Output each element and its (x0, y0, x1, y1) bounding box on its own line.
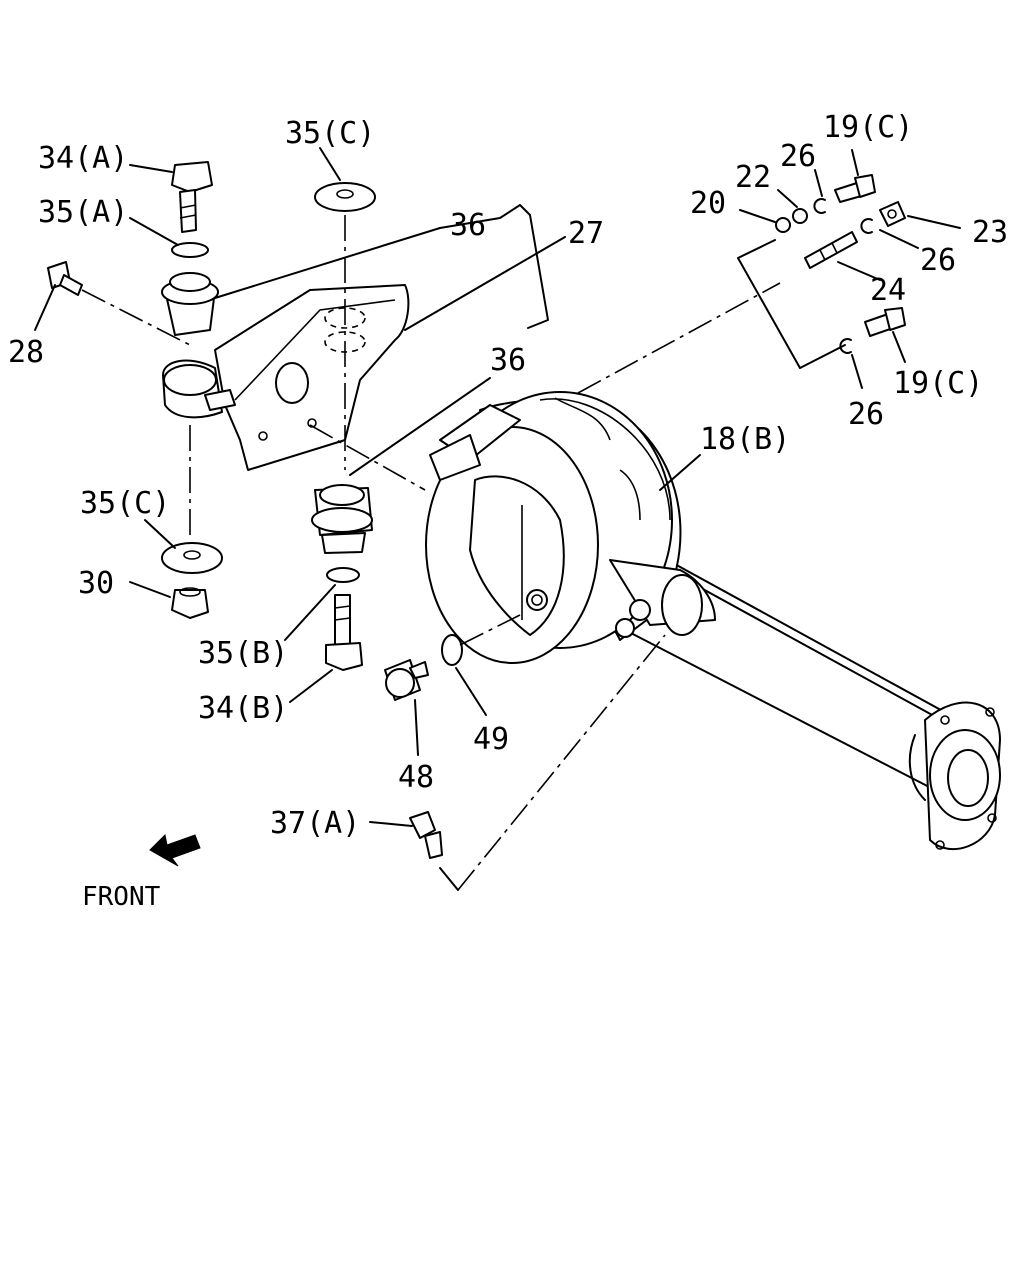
breather-37a (409, 811, 443, 859)
label-48: 48 (398, 760, 434, 795)
label-26-c: 26 (848, 397, 884, 432)
washer-20 (775, 217, 791, 233)
clip-26-b (860, 218, 873, 234)
label-49: 49 (473, 722, 509, 757)
label-36-top: 36 (450, 208, 486, 243)
label-26-b: 26 (920, 243, 956, 278)
label-24: 24 (870, 273, 906, 308)
washer-35a (171, 242, 209, 258)
axle-housing (425, 391, 1001, 850)
nut-30 (171, 587, 209, 619)
bolt-28 (47, 261, 83, 296)
part-labels: 34(A) 35(A) 35(C) 36 27 28 36 35(C) 30 3… (8, 110, 1008, 912)
label-35a: 35(A) (38, 195, 128, 230)
bushing-upper (161, 272, 219, 336)
washer-22 (792, 208, 808, 224)
washer-35c-top (314, 182, 376, 212)
gasket-49 (441, 634, 463, 666)
label-22: 22 (735, 160, 771, 195)
label-35b: 35(B) (198, 636, 288, 671)
front-arrow-icon (149, 833, 201, 867)
drain-plug-48 (384, 659, 429, 701)
label-19c-bottom: 19(C) (893, 366, 983, 401)
label-35c-top: 35(C) (285, 116, 375, 151)
leader-lines (34, 147, 961, 891)
washer-35b (326, 567, 360, 583)
washer-35c-bottom (161, 542, 223, 574)
stud-24 (804, 231, 858, 269)
nut-23 (879, 201, 906, 227)
label-18b: 18(B) (700, 422, 790, 457)
label-28: 28 (8, 335, 44, 370)
bushing-lower (311, 484, 373, 554)
bolt-19c-top (834, 174, 876, 203)
label-37a: 37(A) (270, 806, 360, 841)
label-34b: 34(B) (198, 691, 288, 726)
label-34a: 34(A) (38, 141, 128, 176)
label-30: 30 (78, 566, 114, 601)
label-19c-top: 19(C) (823, 110, 913, 145)
label-front: FRONT (82, 882, 161, 912)
label-26-a: 26 (780, 139, 816, 174)
bolt-19c-bottom (864, 307, 906, 337)
label-27: 27 (568, 216, 604, 251)
bolt-34b (325, 594, 363, 671)
label-23: 23 (972, 215, 1008, 250)
label-36-mid: 36 (490, 343, 526, 378)
clip-26-a (813, 198, 826, 214)
label-35c-bottom: 35(C) (80, 486, 170, 521)
clip-26-c (839, 338, 852, 354)
label-20: 20 (690, 186, 726, 221)
bolt-34a (171, 161, 213, 233)
mounting-bracket (162, 284, 410, 471)
